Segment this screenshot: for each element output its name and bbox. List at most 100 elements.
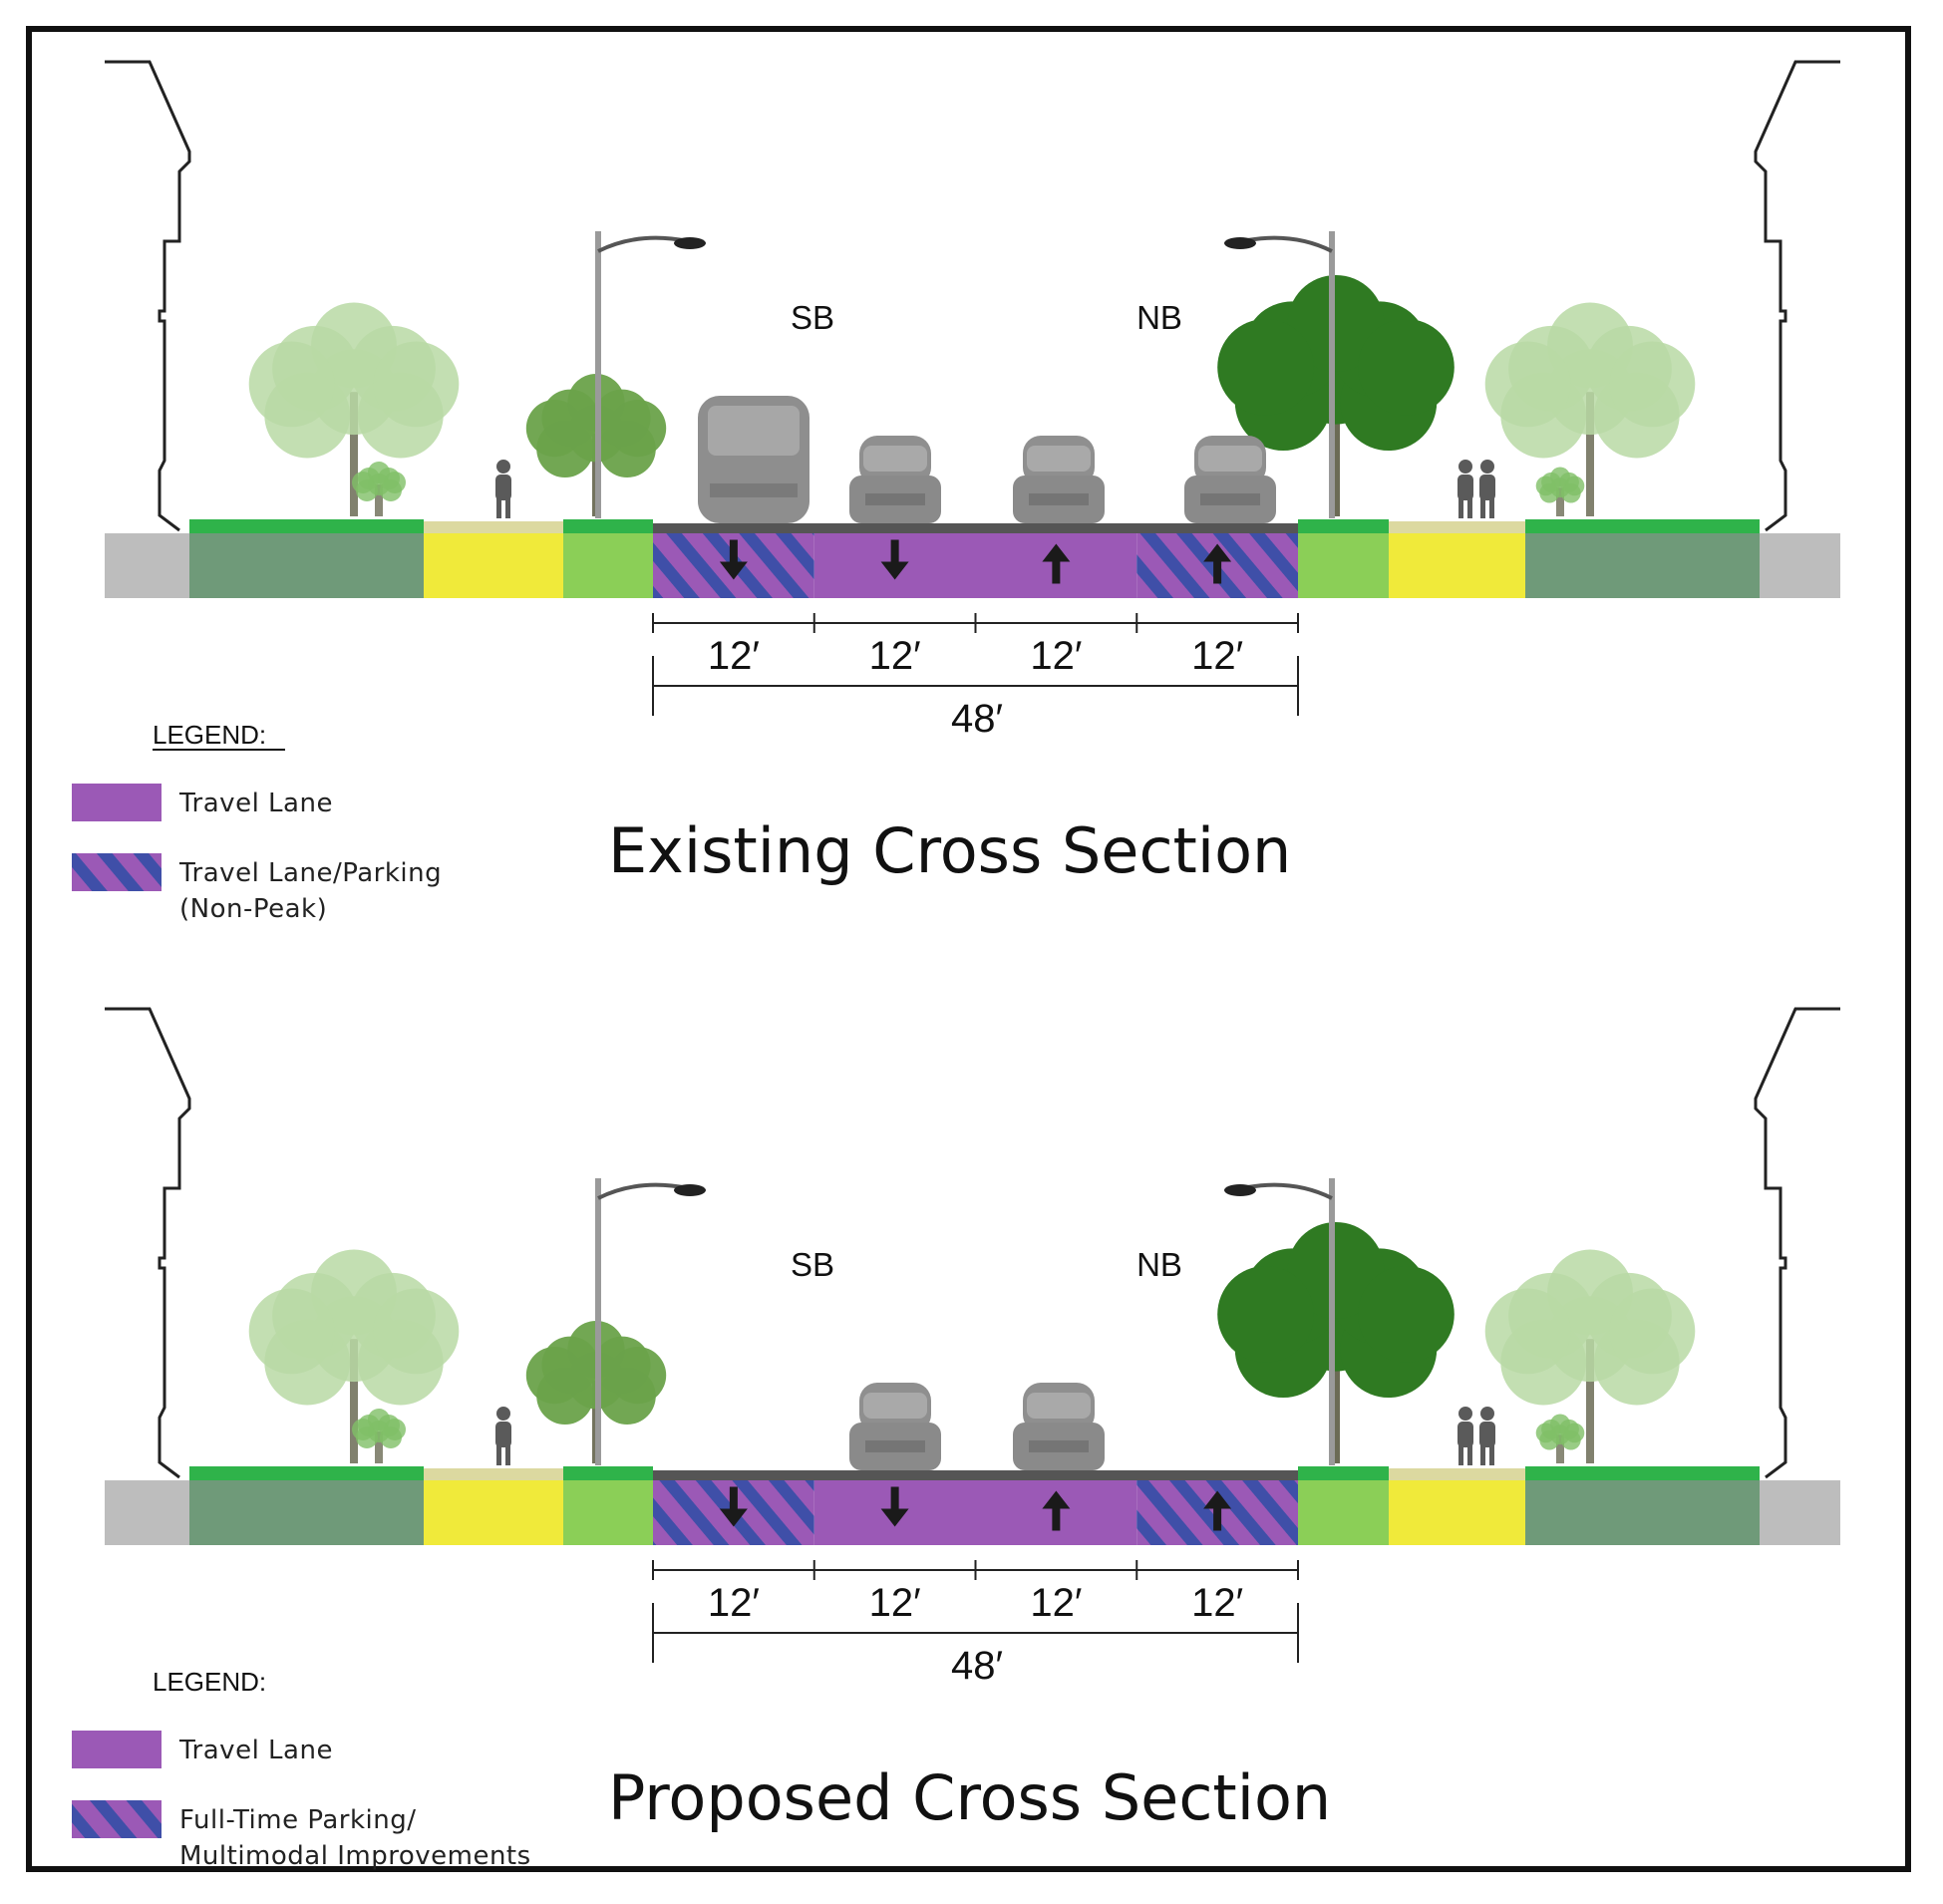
lane-width-label: 12′ (708, 634, 760, 678)
sidewalk-edge-left (424, 521, 563, 533)
tree-lawn-right (1298, 533, 1389, 598)
pedestrian-icon (495, 1407, 511, 1465)
planting-strip-left (189, 1480, 424, 1545)
grass-edge-left-2 (563, 1466, 653, 1480)
building-outline-icon (105, 1007, 191, 1479)
street-light-icon (1224, 231, 1335, 518)
grass-edge-right-2 (1525, 519, 1760, 533)
sidewalk-left (424, 1480, 563, 1545)
tree-lawn-right (1298, 1480, 1389, 1545)
direction-label-nb: NB (1136, 1246, 1182, 1283)
street-light-icon (1224, 1178, 1335, 1465)
grass-edge-right (1298, 1466, 1389, 1480)
legend-swatch (72, 784, 162, 821)
legend-heading: LEGEND: (153, 1667, 266, 1697)
arrow-down-icon (719, 539, 748, 580)
sidewalk-edge-left (424, 1468, 563, 1480)
car-icon (1013, 436, 1105, 523)
total-width-label: 48′ (951, 1644, 1003, 1688)
direction-label-nb: NB (1136, 299, 1182, 336)
sidewalk-edge-right (1389, 521, 1525, 533)
lane-width-label: 12′ (1191, 1581, 1243, 1625)
figure-border (26, 26, 1911, 1872)
grass-edge-left-2 (563, 519, 653, 533)
legend-label: Travel Lane (178, 789, 333, 818)
lane-width-label: 12′ (869, 1581, 921, 1625)
arrow-up-icon (1203, 543, 1232, 584)
building-outline-icon (1754, 1007, 1840, 1479)
car-icon (849, 436, 941, 523)
sidewalk-right (1389, 1480, 1525, 1545)
planting-strip-right (1525, 533, 1760, 598)
grass-edge-left (189, 519, 424, 533)
pedestrian-icon (1457, 460, 1473, 518)
lane-width-label: 12′ (1030, 634, 1082, 678)
legend-swatch (72, 1731, 162, 1768)
arrow-down-icon (719, 1486, 748, 1527)
curb-right (1760, 533, 1840, 598)
legend-heading: LEGEND: (153, 720, 266, 750)
legend-label: Multimodal Improvements (179, 1841, 531, 1871)
planting-strip-right (1525, 1480, 1760, 1545)
tree-lawn-left (563, 533, 653, 598)
bus-icon (698, 396, 810, 523)
arrow-up-icon (1203, 1490, 1232, 1531)
street-light-icon (595, 231, 706, 518)
legend-swatch (72, 853, 162, 891)
cross-section-existing: SB NB 12′ 12′ 12′ 12′ 48′ LEGEND: Travel LaneTra… (72, 60, 1840, 924)
tree-icon (1535, 1414, 1585, 1463)
legend-swatch (72, 1800, 162, 1838)
lane-width-label: 12′ (869, 634, 921, 678)
grass-edge-left (189, 1466, 424, 1480)
building-outline-icon (105, 60, 191, 532)
cross-section-proposed: SB NB 12′ 12′ 12′ 12′ 48′ LEGEND: Travel LaneFul… (72, 1007, 1840, 1871)
section-title: Existing Cross Section (608, 814, 1291, 887)
arrow-up-icon (1042, 1490, 1071, 1531)
legend-label: Travel Lane/Parking (178, 858, 442, 888)
pedestrian-icon (1479, 1407, 1495, 1465)
pedestrian-icon (495, 460, 511, 518)
roadway-surface (653, 1470, 1298, 1480)
sidewalk-edge-right (1389, 1468, 1525, 1480)
lane-width-label: 12′ (1191, 634, 1243, 678)
arrow-down-icon (880, 1486, 909, 1527)
legend-label: (Non-Peak) (179, 894, 327, 924)
direction-label-sb: SB (791, 1246, 834, 1283)
section-title: Proposed Cross Section (608, 1761, 1331, 1834)
direction-label-sb: SB (791, 299, 834, 336)
tree-icon (352, 1409, 406, 1463)
lane-width-label: 12′ (708, 1581, 760, 1625)
curb-left (105, 533, 189, 598)
curb-right (1760, 1480, 1840, 1545)
building-outline-icon (1754, 60, 1840, 532)
arrow-down-icon (880, 539, 909, 580)
arrow-up-icon (1042, 543, 1071, 584)
grass-edge-right-2 (1525, 1466, 1760, 1480)
pedestrian-icon (1479, 460, 1495, 518)
sidewalk-left (424, 533, 563, 598)
planting-strip-left (189, 533, 424, 598)
tree-icon (1217, 1222, 1455, 1463)
tree-icon (352, 462, 406, 516)
tree-icon (525, 374, 667, 516)
legend-label: Travel Lane (178, 1736, 333, 1765)
total-width-label: 48′ (951, 697, 1003, 741)
tree-icon (1535, 467, 1585, 516)
car-icon (1013, 1383, 1105, 1470)
tree-lawn-left (563, 1480, 653, 1545)
curb-left (105, 1480, 189, 1545)
car-icon (849, 1383, 941, 1470)
street-light-icon (595, 1178, 706, 1465)
pedestrian-icon (1457, 1407, 1473, 1465)
tree-icon (248, 302, 460, 516)
grass-edge-right (1298, 519, 1389, 533)
lane-width-label: 12′ (1030, 1581, 1082, 1625)
roadway-surface (653, 523, 1298, 533)
tree-icon (1484, 302, 1696, 516)
legend-label: Full-Time Parking/ (179, 1805, 417, 1835)
tree-icon (248, 1249, 460, 1463)
sidewalk-right (1389, 533, 1525, 598)
car-icon (1184, 436, 1276, 523)
tree-icon (1217, 275, 1455, 516)
